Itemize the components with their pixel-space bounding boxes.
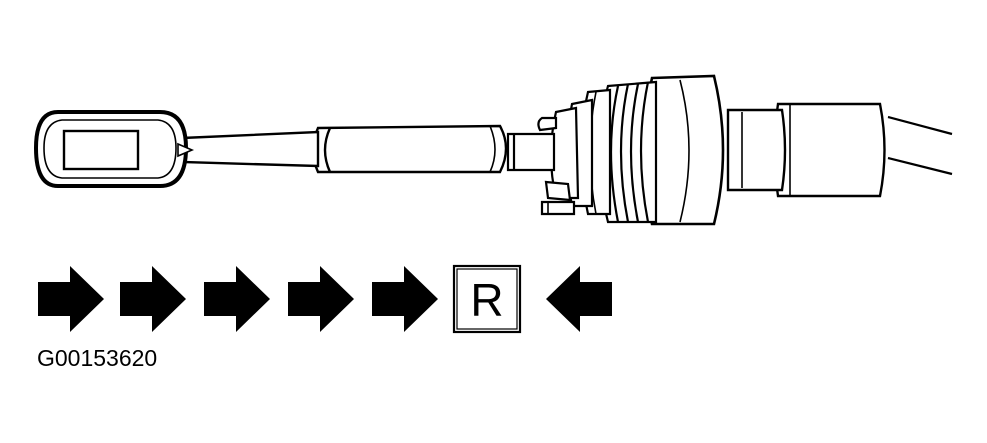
arrow-key-row: R xyxy=(38,264,612,334)
key-letter: R xyxy=(470,274,503,326)
ridged-section xyxy=(565,80,658,224)
arrow-right-icon xyxy=(204,266,270,332)
handle-loop xyxy=(33,110,195,188)
end-sleeve xyxy=(773,102,886,198)
letter-r-box: R xyxy=(452,264,522,334)
ferrule xyxy=(506,132,556,172)
arrow-left-icon xyxy=(546,266,612,332)
arrow-right-icon xyxy=(38,266,104,332)
sheath-tube xyxy=(311,124,508,174)
figure-id-label: G00153620 xyxy=(37,345,157,371)
arrow-right-icon xyxy=(372,266,438,332)
cable-lines xyxy=(887,115,953,176)
arrow-right-icon xyxy=(288,266,354,332)
middle-sleeve xyxy=(726,108,787,192)
rod xyxy=(180,130,320,168)
fitting-front xyxy=(537,106,580,216)
arrow-right-icon xyxy=(120,266,186,332)
